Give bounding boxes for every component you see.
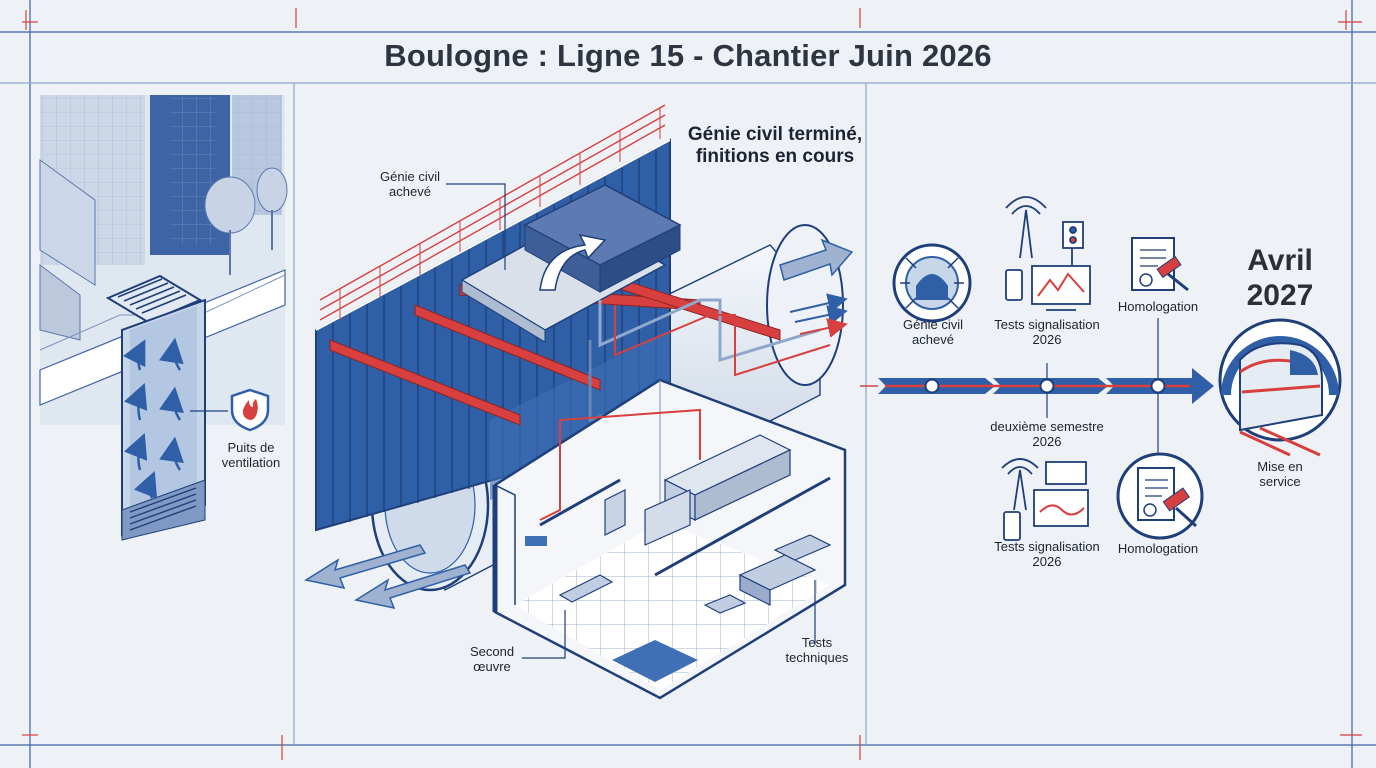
label-tests-techniques: Tests techniques	[785, 635, 849, 665]
ventilation-label: Puits de ventilation	[221, 440, 281, 470]
airflow-arrow-icon	[122, 337, 184, 499]
certificate-gavel-icon-bottom	[1116, 452, 1204, 540]
milestone-genie-civil: Génie civil achevé	[903, 317, 963, 347]
status-heading: Génie civil terminé, finitions en cours	[687, 124, 863, 167]
cable-tray	[539, 408, 701, 521]
city-buildings	[39, 95, 288, 425]
station-box	[492, 378, 847, 700]
milestone-tests-signalisation-top: Tests signalisation 2026	[994, 317, 1100, 347]
signal-antenna-icon	[1005, 196, 1091, 311]
equipment-racks	[558, 434, 832, 614]
signal-antenna-icon-bottom	[1001, 458, 1089, 541]
middle-leader-lines	[446, 183, 816, 659]
milestone-homologation-top: Homologation	[1117, 299, 1199, 314]
target-date: Avril 2027	[1246, 244, 1314, 312]
page-title: Boulogne : Ligne 15 - Chantier Juin 2026	[384, 38, 992, 73]
milestone-homologation-bottom: Homologation	[1117, 541, 1199, 556]
roof-slab	[460, 184, 682, 343]
ventilation-shaft	[121, 298, 206, 541]
train-icon	[1218, 318, 1342, 457]
shield-fire-icon	[230, 388, 270, 432]
label-genie-civil: Génie civil achevé	[380, 169, 440, 199]
label-second-oeuvre: Second œuvre	[469, 644, 515, 674]
tunnel-icon	[892, 243, 972, 323]
ventilation-grate-icon	[105, 274, 203, 324]
period-label: deuxième semestre 2026	[990, 419, 1104, 449]
frame-ticks	[22, 8, 1362, 760]
milestone-tests-signalisation-bottom: Tests signalisation 2026	[994, 539, 1100, 569]
certificate-gavel-icon	[1131, 237, 1189, 292]
timeline-connectors	[1046, 318, 1159, 455]
safety-railing	[319, 104, 666, 321]
tunnel-direction-arrows	[304, 238, 854, 610]
final-label: Mise en service	[1257, 459, 1303, 489]
duct-outflow-arrows	[789, 293, 848, 338]
